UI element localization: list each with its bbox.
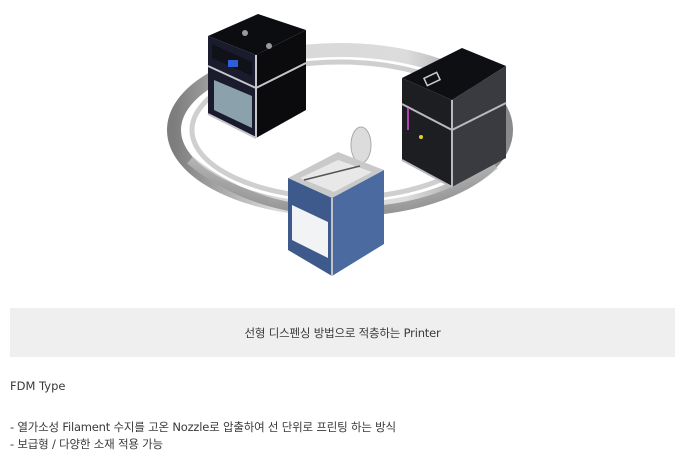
feature-list: - 열가소성 Filament 수지를 고온 Nozzle로 압출하여 선 단위… [10, 419, 396, 453]
hero-image [167, 14, 513, 276]
printer-blue-front [288, 126, 384, 276]
list-item: - 열가소성 Filament 수지를 고온 Nozzle로 압출하여 선 단위… [10, 420, 396, 434]
printers-illustration [167, 14, 513, 276]
caption-text: 선형 디스펜싱 방법으로 적층하는 Printer [244, 325, 441, 340]
caption-box: 선형 디스펜싱 방법으로 적층하는 Printer [10, 308, 675, 357]
list-item: - 보급형 / 다양한 소재 적용 가능 [10, 437, 163, 451]
section-title: FDM Type [10, 379, 66, 393]
printer-black-left [207, 14, 307, 139]
printer-black-right [401, 48, 507, 188]
